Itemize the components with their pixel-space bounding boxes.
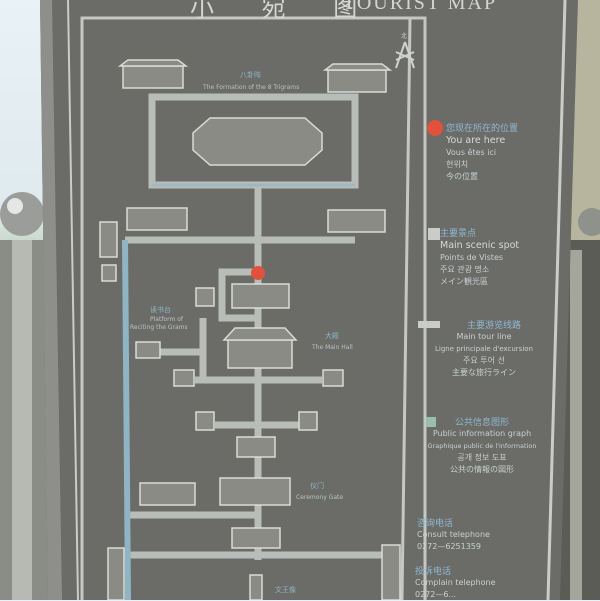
buildings xyxy=(99,59,401,600)
left-post-ball xyxy=(0,192,44,236)
you-are-here-marker xyxy=(251,266,265,280)
legend-text: Main scenic spot xyxy=(440,240,520,251)
north-arrow-icon xyxy=(395,41,415,69)
legend-text: Vous êtes ici xyxy=(446,148,497,157)
right-post-ball xyxy=(578,208,600,236)
legend-text: You are here xyxy=(446,135,506,146)
sign-title-cn: 小 宛 图 xyxy=(190,0,378,22)
right-post-highlight xyxy=(570,250,582,600)
legend-text: 您现在所在的位置 xyxy=(446,124,519,134)
trigrams-label-en: The Formation of the 8 Trigrams xyxy=(203,84,300,91)
legend-tour-line: 主要游览线路 Main tour line Ligne principale d… xyxy=(414,318,554,379)
legend-text: Complain telephone xyxy=(415,578,496,587)
legend-public-info-icon xyxy=(426,417,436,427)
main-hall-label-cn: 大殿 xyxy=(325,332,339,340)
legend-you-are-here-icon xyxy=(427,120,443,136)
sign-title-en: TOURIST MAP xyxy=(343,0,498,14)
stone-panel xyxy=(40,0,578,600)
reading-platform-label-en1: Platform of xyxy=(150,316,183,323)
legend-text: 公共信息图形 xyxy=(454,418,509,428)
legend-text: 현위치 xyxy=(446,160,469,169)
panel-right-border xyxy=(546,0,567,600)
legend-text: 投诉电话 xyxy=(415,567,452,577)
legend-text: メイン観光區 xyxy=(440,277,488,286)
legend-tour-line-icon xyxy=(418,321,440,328)
complain-phone-number: 0272—6... xyxy=(415,590,457,599)
panel-left-border xyxy=(67,0,79,600)
legend-text: 今の位置 xyxy=(446,172,478,181)
legend-scenic-spot-icon xyxy=(428,228,440,240)
consult-phone-number: 0272—6251359 xyxy=(417,542,481,551)
legend-text: Main tour line xyxy=(456,332,512,341)
legend-you-are-here: 您现在所在的位置 You are here Vous êtes ici 현위치 … xyxy=(446,121,518,183)
legend-text: Points de Vistes xyxy=(440,253,504,262)
legend-text: 主要な旅行ライン xyxy=(452,368,516,377)
gate-label-cn: 仪门 xyxy=(310,482,324,490)
map-divider xyxy=(400,17,412,600)
legend-text: 주요 관광 명소 xyxy=(440,265,490,274)
trigrams-label-cn: 八卦阵 xyxy=(240,71,261,79)
statue-label-cn: 文王像 xyxy=(275,586,296,594)
left-post-highlight xyxy=(12,240,32,600)
legend-text: Public information graph xyxy=(432,429,532,438)
legend-consult-phone: 咨询电话 Consult telephone 0272—6251359 xyxy=(417,516,490,553)
panel-left-edge xyxy=(40,0,62,600)
legend-text: 主要景点 xyxy=(440,229,477,239)
legend-text: Consult telephone xyxy=(417,530,490,539)
gate-label-en: Ceremony Gate xyxy=(296,494,344,501)
ball-highlight xyxy=(7,198,23,214)
legend-scenic-spot: 主要景点 Main scenic spot Points de Vistes 주… xyxy=(440,226,519,288)
main-hall-label-en: The Main Hall xyxy=(312,344,353,351)
map-frame xyxy=(80,16,427,600)
reading-platform-label-en2: Reciting the Grams xyxy=(130,324,188,331)
legend-text: 공개 정보 도표 xyxy=(457,453,507,462)
legend-text: Graphique public de l'information xyxy=(427,442,537,450)
legend-text: 咨询电话 xyxy=(417,519,454,529)
tour-line xyxy=(122,239,131,600)
legend-public-info: 公共信息图形 Public information graph Graphiqu… xyxy=(412,415,552,476)
legend-text: 주요 투어 선 xyxy=(463,356,505,365)
legend-complain-phone: 投诉电话 Complain telephone 0272—6... xyxy=(415,564,496,601)
legend-text: 主要游览线路 xyxy=(466,321,521,331)
reading-platform-label-cn: 读书台 xyxy=(150,306,171,314)
legend-text: 公共の情報の図形 xyxy=(450,465,514,474)
legend-text: Ligne principale d'excursion xyxy=(434,345,533,353)
north-label: 北 xyxy=(401,33,408,40)
